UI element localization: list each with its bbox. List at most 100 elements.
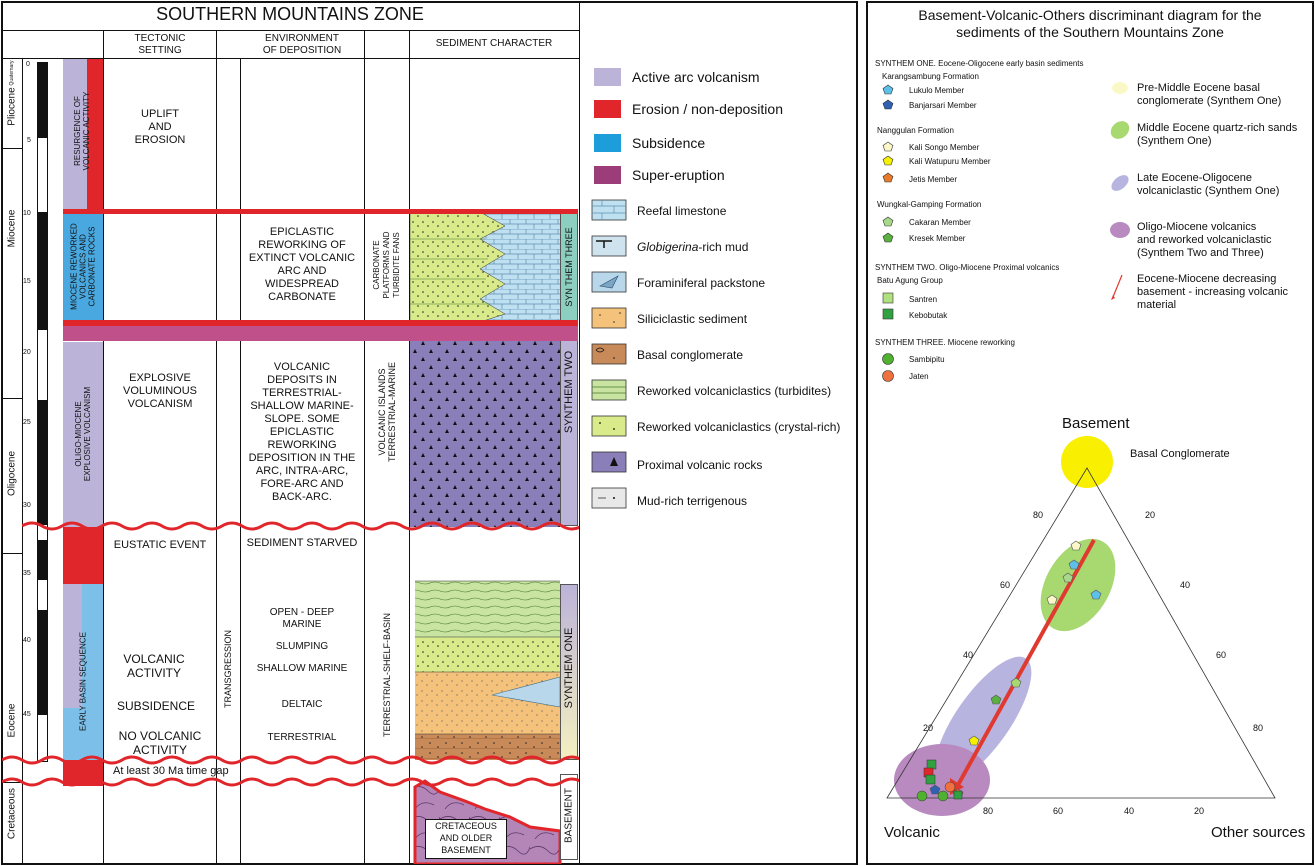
sediment-column [410, 211, 562, 864]
bottom-axis-tick: 40 [1124, 806, 1135, 816]
phase-miocene-label: MIOCENE REWORKED VOLCANICS AND CARBONATE… [69, 223, 97, 310]
synthem-three-label: SYN THEM THREE [564, 227, 574, 307]
oligo-miocene-field-swatch [1110, 222, 1130, 238]
tectonic-header: TECTONIC SETTING [134, 33, 186, 56]
age-tick: 5 [27, 137, 31, 144]
phase-resurgence-label: RESURGENCE OF VOLCANIC ACTIVITY [73, 91, 91, 171]
legend-active-arc-label: Active arc volcanism [632, 69, 760, 85]
lukulo-label: Lukulo Member [909, 86, 965, 95]
legend-erosion-swatch [594, 100, 621, 118]
lukulo-symbol [882, 84, 894, 95]
basal-conglomerate-icon [591, 343, 627, 365]
left-axis-tick: 60 [1000, 580, 1011, 590]
basal-conglomerate-label: Basal Conglomerate [1130, 448, 1230, 460]
data-points [916, 540, 1102, 802]
synthem-one-strip [560, 584, 578, 760]
synthem-one-label: SYNTHEM ONE [563, 627, 575, 709]
sample-symbol-legend [882, 84, 894, 382]
legend-siliciclastic-label: Siliciclastic sediment [637, 312, 748, 326]
age-tick: 45 [23, 711, 31, 718]
env-shallow: SHALLOW MARINE [256, 663, 348, 674]
tectonic-eustatic: EUSTATIC EVENT [113, 539, 207, 551]
cakaran-label: Cakaran Member [909, 218, 971, 227]
siliciclastic-icon [591, 307, 627, 329]
proximal-volcanic-icon [591, 451, 627, 473]
phase-oligo-label: OLIGO-MIOCENE EXPLOSIVE VOLCANISM [74, 386, 92, 482]
sambipitu-label: Sambipitu [909, 355, 945, 364]
syn3-header: SYNTHEM THREE. Miocene reworking [875, 338, 1015, 347]
legend-conglomerate-label: Basal conglomerate [637, 348, 744, 362]
jaten-label: Jaten [909, 372, 929, 381]
cakaran-symbol [882, 216, 894, 227]
right-axis-tick: 20 [1145, 510, 1156, 520]
globigerina-mud-icon [591, 235, 627, 257]
sediment-header: SEDIMENT CHARACTER [435, 38, 553, 49]
right-axis-tick: 60 [1216, 650, 1227, 660]
jaten-symbol [882, 370, 894, 382]
field-legend-swatches [1110, 82, 1130, 300]
kebobutak-symbol [882, 308, 894, 320]
env-slumping: SLUMPING [275, 641, 329, 652]
field-legend-trend: Eocene-Miocene decreasing basement - inc… [1137, 273, 1289, 311]
banjarsari-symbol [882, 99, 894, 110]
env-epiclastic: EPICLASTIC REWORKING OF EXTINCT VOLCANIC… [248, 226, 356, 303]
phase-resurgence-block [63, 59, 87, 210]
kresek-symbol [882, 232, 894, 243]
synthem-two-label: SYNTHEM TWO [563, 350, 575, 434]
right-axis-tick: 40 [1180, 580, 1191, 590]
transgression-label: TRANSGRESSION [223, 630, 233, 709]
epoch-eocene: Eocene [6, 703, 18, 738]
tectonic-uplift: UPLIFT AND EROSION [134, 108, 186, 146]
reef-limestone-icon [591, 199, 627, 221]
env-starved: SEDIMENT STARVED [246, 537, 358, 549]
syn1-header: SYNTHEM ONE. Eocene-Oligocene early basi… [875, 59, 1084, 68]
crystal-rich-icon [591, 415, 627, 437]
ternary-title: Basement-Volcanic-Others discriminant di… [918, 7, 1262, 40]
oligocene-unconformity [22, 521, 579, 531]
jetis-symbol [882, 172, 894, 183]
legend-super-eruption-label: Super-eruption [632, 167, 725, 183]
left-axis-tick: 80 [1033, 510, 1044, 520]
setting-carbonate: CARBONATE PLATFORMS AND TURBIDITE FANS [372, 231, 401, 299]
epoch-oligocene: Oligocene [6, 450, 18, 497]
kebobutak-label: Kebobutak [909, 311, 948, 320]
sambipitu-symbol [882, 353, 894, 365]
legend-proximal-label: Proximal volcanic rocks [637, 458, 763, 472]
legend-turbidites-label: Reworked volcaniclastics (turbidites) [637, 384, 832, 398]
tectonic-volcanic-activity: VOLCANIC ACTIVITY [123, 652, 185, 680]
banjarsari-label: Banjarsari Member [909, 101, 977, 110]
quartz-sands-field [1040, 538, 1116, 632]
legend-erosion-label: Erosion / non-deposition [632, 101, 783, 117]
legend-globigerina-rest: -rich mud [698, 240, 749, 254]
foram-packstone-icon [591, 271, 627, 293]
left-axis-tick: 20 [923, 723, 934, 733]
apex-other-label: Other sources [1211, 824, 1306, 841]
age-tick: 30 [23, 502, 31, 509]
legend-active-arc-swatch [594, 68, 621, 86]
nanggulan-label: Nanggulan Formation [877, 126, 954, 135]
setting-islands: VOLCANIC ISLANDS TERRESTRIAL-MARINE [377, 362, 397, 463]
age-tick: 35 [23, 570, 31, 577]
env-terrestrial: TERRESTRIAL [267, 732, 337, 743]
field-legend-volcaniclastic: Late Eocene-Oligocene volcaniclastic (Sy… [1137, 172, 1280, 197]
stratigraphy-panel [1, 1, 858, 865]
right-axis-tick: 80 [1253, 723, 1264, 733]
time-gap-label: At least 30 Ma time gap [113, 765, 229, 777]
legend-crystal-label: Reworked volcaniclastics (crystal-rich) [637, 420, 841, 434]
cretaceous-gap-lines [2, 755, 579, 787]
panel-title: SOUTHERN MOUNTAINS ZONE [156, 4, 424, 24]
legend-globigerina-label: Globigerina-rich mud [637, 240, 748, 254]
bottom-axis-tick: 60 [1053, 806, 1064, 816]
phase-oligo-block [63, 342, 103, 527]
age-tick: 10 [23, 210, 31, 217]
trend-arrow [956, 539, 1096, 786]
age-tick: 15 [23, 278, 31, 285]
field-legend-quartz: Middle Eocene quartz-rich sands (Synthem… [1137, 122, 1298, 147]
volcaniclastic-field-swatch [1111, 175, 1129, 191]
tectonic-explosive: EXPLOSIVE VOLUMINOUS VOLCANISM [123, 372, 197, 410]
env-deltaic: DELTAIC [281, 699, 323, 710]
left-axis-tick: 40 [963, 650, 974, 660]
quartz-sands-field-swatch [1110, 121, 1130, 139]
env-open-deep: OPEN - DEEP MARINE [269, 607, 335, 630]
kali-watupuru-label: Kali Watupuru Member [909, 157, 991, 166]
